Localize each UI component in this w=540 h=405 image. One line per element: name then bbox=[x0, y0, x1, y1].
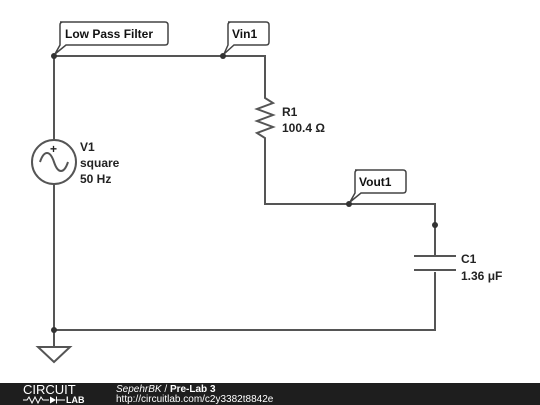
v1-name: V1 bbox=[80, 140, 95, 154]
label-vout1-text: Vout1 bbox=[359, 175, 392, 189]
plus-sign: + bbox=[50, 142, 57, 156]
wire-bottom bbox=[53, 272, 436, 331]
logo-lab-text: LAB bbox=[66, 395, 85, 405]
v1-type: square bbox=[80, 156, 120, 170]
v1-frequency: 50 Hz bbox=[80, 172, 111, 186]
label-vin1-text: Vin1 bbox=[232, 27, 257, 41]
net-label-vout1[interactable]: Vout1 bbox=[349, 169, 407, 203]
footer-bar: CIRCUIT LAB SepehrBK / Pre-Lab 3 http://… bbox=[0, 383, 540, 405]
ground-icon bbox=[35, 346, 73, 364]
r1-value: 100.4 Ω bbox=[282, 121, 325, 135]
wire-top bbox=[53, 55, 266, 96]
circuit-url[interactable]: http://circuitlab.com/c2y3382t8842e bbox=[116, 394, 274, 405]
circuitlab-logo-top: CIRCUIT bbox=[23, 382, 76, 397]
author-link[interactable]: SepehrBK bbox=[116, 384, 162, 395]
wires bbox=[53, 55, 436, 348]
voltage-source-v1[interactable]: + bbox=[31, 139, 77, 185]
resistor-diode-icon bbox=[23, 395, 65, 405]
label-low-pass-filter-text: Low Pass Filter bbox=[65, 27, 153, 41]
capacitor-c1[interactable] bbox=[414, 255, 456, 271]
c1-name: C1 bbox=[461, 252, 477, 266]
net-label-low-pass-filter[interactable]: Low Pass Filter bbox=[54, 21, 169, 55]
c1-value: 1.36 μF bbox=[461, 269, 502, 283]
circuit-schematic: + V1 square 50 Hz R1 100.4 Ω C1 1.36 μF … bbox=[31, 21, 502, 364]
net-label-vin1[interactable]: Vin1 bbox=[223, 21, 270, 55]
wire-r1-to-vout bbox=[264, 141, 436, 257]
resistor-r1[interactable] bbox=[254, 95, 276, 142]
circuit-meta-line: SepehrBK / Pre-Lab 3 bbox=[116, 384, 216, 395]
r1-name: R1 bbox=[282, 105, 298, 119]
junction-dot-bottom-left bbox=[51, 327, 57, 333]
path-separator: / bbox=[161, 384, 170, 395]
circuit-title[interactable]: Pre-Lab 3 bbox=[169, 384, 216, 395]
junction-dot-c1-top bbox=[432, 222, 438, 228]
circuitlab-logo-bottom: LAB bbox=[23, 395, 95, 405]
